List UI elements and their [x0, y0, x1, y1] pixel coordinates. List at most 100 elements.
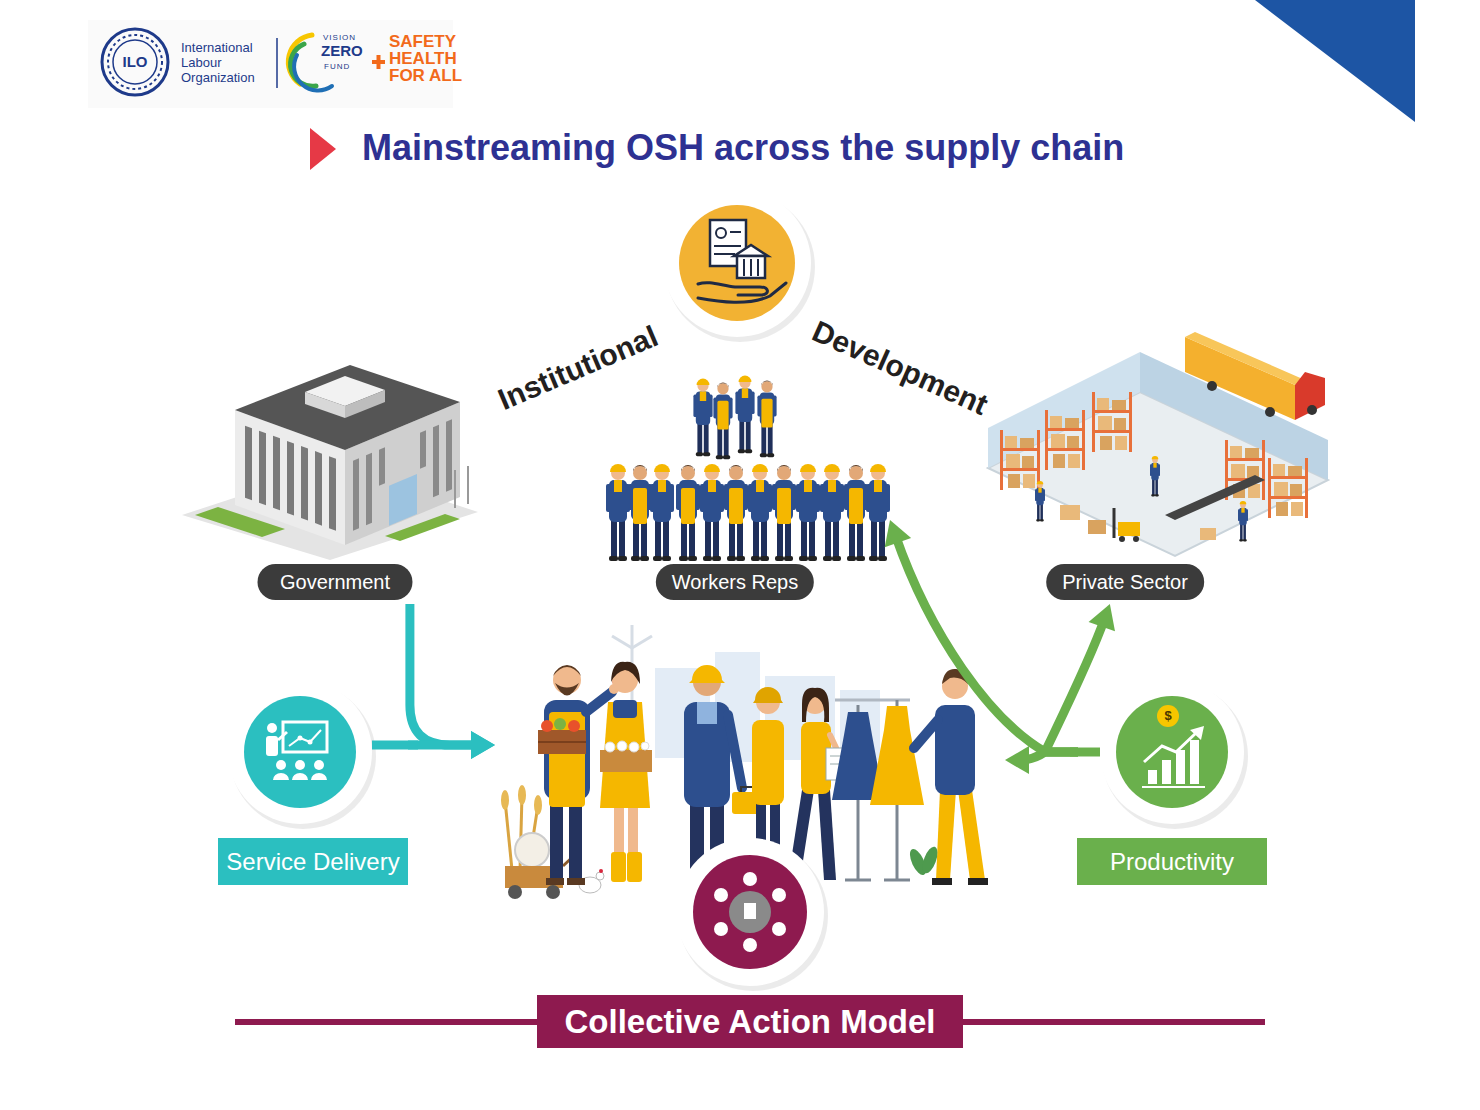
government-building — [389, 474, 417, 526]
government-building — [433, 425, 439, 498]
woman-with-eggs — [641, 742, 649, 750]
service-delivery-icon — [273, 773, 327, 780]
farmer — [550, 795, 563, 880]
tailor — [958, 790, 985, 880]
government-building — [329, 456, 336, 531]
arch-text-holder: Institutional — [493, 319, 663, 417]
tailor — [914, 669, 988, 885]
productivity-icon — [1157, 705, 1179, 727]
stakeholder-pill: Workers Reps — [656, 564, 814, 600]
logo-word-holder: VISION — [323, 33, 356, 42]
stakeholder-pill-holder: Workers Reps — [656, 564, 814, 600]
worker-with-briefcase — [684, 702, 730, 807]
woman-with-helmet — [753, 687, 783, 703]
ilo-emblem — [102, 29, 168, 95]
workers-group — [713, 382, 732, 459]
emblem-letters: ILO — [123, 54, 148, 70]
service-delivery-icon — [228, 680, 418, 829]
warehouse — [1000, 430, 1040, 490]
service-delivery-icon — [276, 760, 286, 770]
woman-with-eggs — [628, 800, 638, 860]
stakeholder-pill-holder: Government — [258, 564, 413, 600]
logo-separator — [276, 38, 278, 88]
wind-turbine — [612, 636, 632, 648]
collective-action-icon — [729, 891, 771, 933]
government-building — [379, 447, 385, 486]
productivity-icon — [1144, 733, 1196, 762]
arch-band: InstitutionalDevelopment — [178, 190, 1322, 1025]
warehouse — [1119, 536, 1125, 542]
dress-mannequins — [845, 879, 871, 882]
warehouse — [988, 332, 1328, 556]
workers-group — [757, 380, 776, 457]
tailor — [932, 878, 952, 885]
workers-group — [735, 376, 754, 454]
wind-turbine — [631, 625, 634, 648]
woman-with-helmet — [752, 720, 784, 805]
arrow-head — [471, 731, 495, 759]
woman-with-eggs — [611, 662, 640, 684]
top-icon — [679, 205, 795, 321]
top-icon — [757, 259, 759, 276]
warehouse — [1150, 456, 1160, 496]
collective-action-icon — [772, 888, 786, 902]
workers-group — [650, 464, 674, 561]
service-delivery-icon — [228, 680, 372, 824]
collective-action-icon — [744, 903, 756, 919]
government-building — [273, 436, 280, 511]
collective-action-icon — [714, 922, 728, 936]
woman-with-eggs — [611, 852, 626, 882]
workers-group — [724, 465, 748, 561]
farmer — [555, 683, 579, 696]
warehouse — [1165, 475, 1265, 520]
top-icon — [716, 228, 726, 238]
productivity-icon — [1116, 696, 1228, 808]
productivity-icon — [1070, 680, 1248, 829]
government-node: Government — [178, 360, 478, 604]
pillar-label-holder: Productivity — [1077, 838, 1267, 885]
dress-mannequins — [884, 879, 910, 882]
woman-with-eggs — [614, 800, 624, 860]
wind-turbine — [612, 625, 652, 770]
woman-with-eggs — [613, 700, 637, 718]
service-delivery-icon — [308, 740, 313, 745]
campaign-name-holder: SAFETY HEALTH FOR ALL — [389, 33, 469, 84]
worker-with-briefcase — [697, 702, 717, 724]
arch-text: Institutional — [493, 319, 663, 417]
warehouse — [1200, 528, 1216, 540]
logo-word-holder: FUND — [324, 62, 350, 71]
government-building — [245, 426, 336, 531]
workers-group — [606, 376, 890, 561]
cart — [505, 833, 580, 899]
government-building — [467, 466, 469, 504]
ilo-emblem — [108, 35, 162, 89]
worker-with-briefcase — [689, 665, 725, 683]
arch-inner — [415, 385, 1085, 1022]
tailor — [914, 720, 938, 748]
connector — [885, 520, 1078, 752]
farmer — [568, 720, 580, 732]
organization-name: International Labour Organization — [181, 40, 276, 85]
top-icon — [750, 259, 752, 276]
government-building — [420, 430, 426, 469]
top-icon — [734, 245, 768, 256]
title-marker — [310, 128, 336, 170]
title-marker — [310, 128, 336, 170]
chicken — [596, 872, 604, 880]
collective-action-icon — [772, 922, 786, 936]
government-building — [259, 431, 266, 506]
logo-word-holder: ZERO — [321, 43, 363, 59]
pillar-label-holder: Service Delivery — [218, 838, 408, 885]
connector-line — [895, 535, 1078, 752]
market-workers-illustration — [835, 699, 910, 702]
connector-line — [1045, 619, 1105, 752]
wheat — [501, 790, 509, 810]
stakeholder-pill: Government — [258, 564, 413, 600]
woman-with-eggs — [605, 742, 615, 752]
warehouse — [1092, 392, 1132, 452]
farmer — [554, 718, 566, 730]
collective-action-node: Collective Action Model — [495, 640, 1005, 1050]
top-icon — [663, 189, 811, 337]
tailor — [936, 790, 956, 880]
